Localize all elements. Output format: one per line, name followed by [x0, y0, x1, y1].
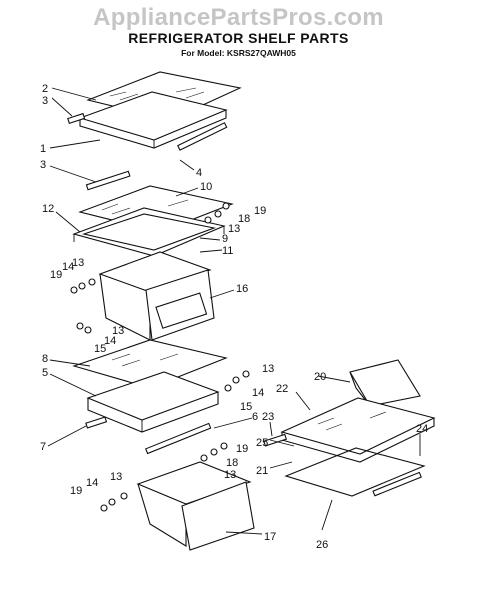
part-label-13-bottom: 13 [110, 471, 122, 483]
lower-shelf-assembly [72, 339, 228, 455]
part-label-3-rail: 3 [40, 159, 46, 171]
part-label-18: 18 [238, 213, 250, 225]
part-label-6: 6 [252, 411, 258, 423]
part-label-25: 25 [256, 437, 268, 449]
part-label-14-right: 14 [252, 387, 264, 399]
part-label-20: 20 [314, 371, 326, 383]
part-label-22: 22 [276, 383, 288, 395]
part-label-13-lower: 13 [224, 469, 236, 481]
part-label-23: 23 [262, 411, 274, 423]
part-label-12: 12 [42, 203, 54, 215]
part-label-14-mid: 14 [104, 335, 116, 347]
upper-crisper-drawer [98, 251, 215, 341]
part-label-11: 11 [222, 245, 233, 257]
part-label-1: 1 [40, 143, 46, 155]
part-label-18-lower: 18 [226, 457, 238, 469]
part-label-24: 24 [416, 423, 428, 435]
part-number-labels: 2 3 1 4 3 10 19 18 13 12 9 11 19 14 13 1… [40, 83, 428, 551]
part-label-17: 17 [264, 531, 276, 543]
part-label-19-left: 19 [50, 269, 62, 281]
part-label-26: 26 [316, 539, 328, 551]
part-label-19: 19 [254, 205, 266, 217]
part-label-13: 13 [228, 223, 240, 235]
part-label-13-left: 13 [72, 257, 84, 269]
part-label-16: 16 [236, 283, 248, 295]
middle-shelf-assembly [72, 170, 234, 257]
part-label-8: 8 [42, 353, 48, 365]
part-label-15-right: 15 [240, 401, 252, 413]
part-label-19-lower: 19 [236, 443, 248, 455]
part-label-2: 2 [42, 83, 48, 95]
part-label-21: 21 [256, 465, 268, 477]
part-label-13-mid: 13 [112, 325, 124, 337]
part-label-13-right: 13 [262, 363, 274, 375]
diagram-title: REFRIGERATOR SHELF PARTS [128, 30, 349, 46]
part-label-5: 5 [42, 367, 48, 379]
part-label-7: 7 [40, 441, 46, 453]
part-label-3: 3 [42, 95, 48, 107]
hardware-screws [70, 202, 250, 512]
leader-lines [47, 87, 421, 535]
part-label-9: 9 [222, 233, 228, 245]
site-watermark: AppliancePartsPros.com [93, 4, 384, 31]
right-shelf-assembly [263, 359, 436, 497]
part-label-19-bottom: 19 [70, 485, 82, 497]
model-number: For Model: KSRS27QAWH05 [181, 48, 296, 58]
top-shelf-assembly [67, 71, 242, 151]
lower-crisper-drawer [136, 461, 255, 551]
part-label-10: 10 [200, 181, 212, 193]
part-label-14-bottom: 14 [86, 477, 98, 489]
part-label-15: 15 [94, 343, 106, 355]
part-label-14: 14 [62, 261, 74, 273]
part-label-4: 4 [196, 167, 202, 179]
